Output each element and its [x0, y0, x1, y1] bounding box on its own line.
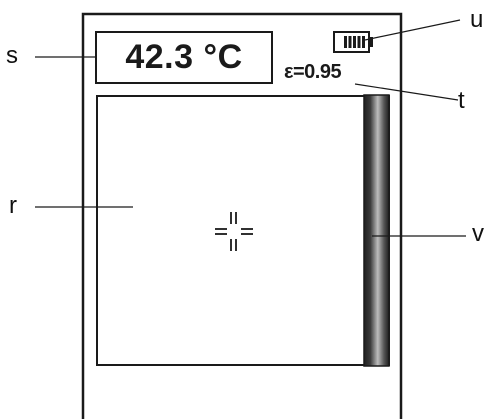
battery-icon [333, 31, 373, 53]
crosshair-icon [215, 212, 253, 251]
color-scale-bar [363, 94, 390, 367]
emissivity-value: ε=0.95 [284, 61, 342, 83]
leader-line-u [364, 19, 461, 41]
device-body-outline [81, 12, 403, 419]
callout-label-t: t [458, 87, 465, 114]
emissivity-readout: ε=0.95 [284, 61, 342, 84]
callout-label-r: r [9, 192, 17, 219]
leader-line-t [354, 83, 459, 101]
callout-label-v: v [472, 220, 484, 247]
temperature-readout: 42.3 °C [95, 31, 273, 84]
callout-label-s: s [6, 42, 18, 69]
thermal-image-area [96, 95, 390, 366]
callout-label-u: u [470, 6, 484, 33]
temperature-value: 42.3 °C [125, 38, 243, 76]
